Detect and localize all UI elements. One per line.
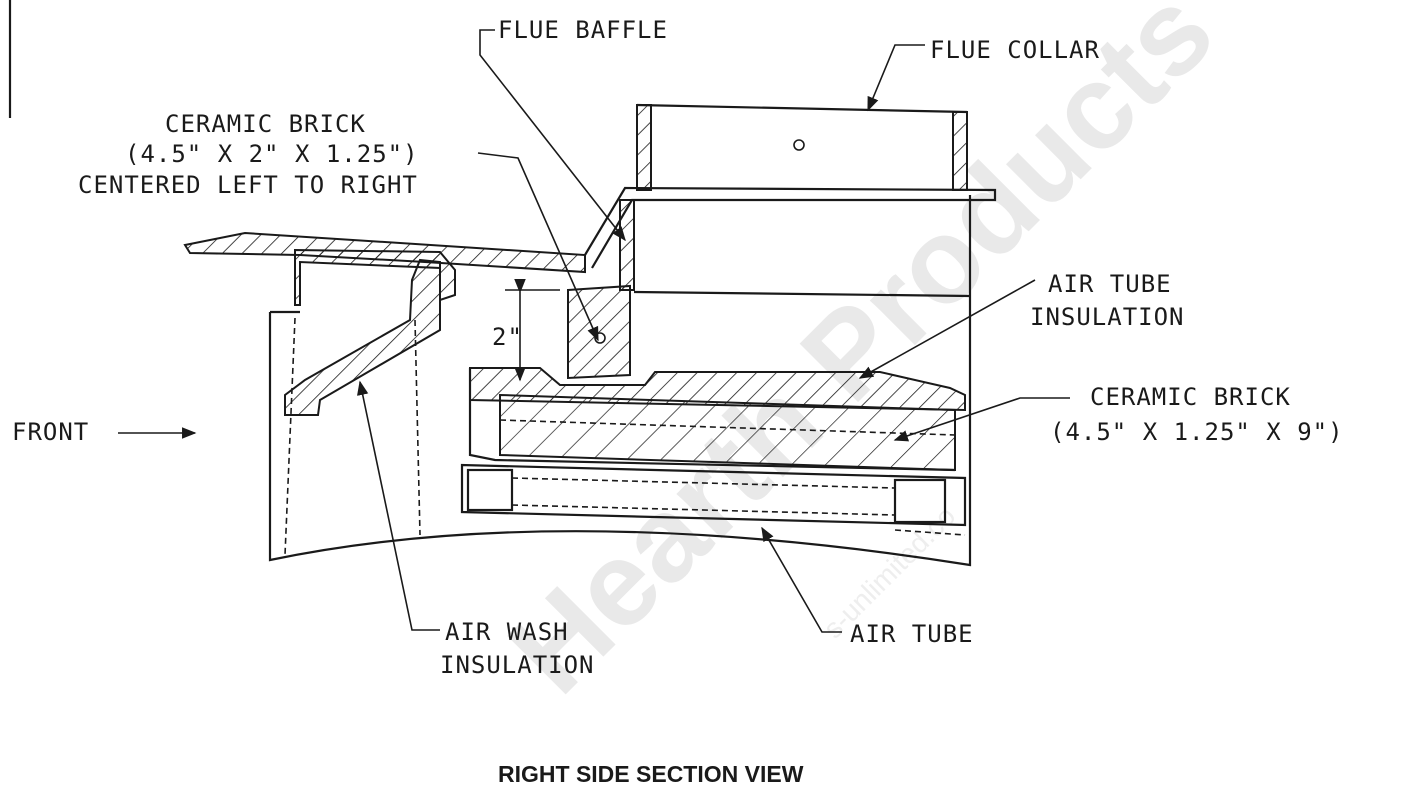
brick-tray xyxy=(468,368,956,472)
label-ceramic-brick-top-2: (4.5" X 2" X 1.25") xyxy=(125,140,419,168)
label-air-tube-insulation-2: INSULATION xyxy=(1030,303,1185,331)
leader-ceramic-brick-top xyxy=(477,152,599,342)
baffle-bottom-line xyxy=(633,290,971,298)
label-ceramic-brick-right-1: CERAMIC BRICK xyxy=(1090,383,1291,411)
leader-air-tube xyxy=(761,526,842,633)
label-air-wash-insulation-2: INSULATION xyxy=(440,651,595,679)
label-ceramic-brick-top-3: CENTERED LEFT TO RIGHT xyxy=(78,171,418,199)
dimension-2in xyxy=(505,279,560,382)
leader-air-wash-insulation xyxy=(357,380,440,631)
label-ceramic-brick-right-2: (4.5" X 1.25" X 9") xyxy=(1050,418,1344,446)
air-tube-part xyxy=(460,463,967,536)
label-ceramic-brick-top-1: CERAMIC BRICK xyxy=(165,110,366,138)
firebox-outline xyxy=(268,195,972,567)
air-wash-insulation xyxy=(284,258,441,416)
leader-ceramic-brick-right xyxy=(893,397,1070,442)
caption-title: RIGHT SIDE SECTION VIEW xyxy=(498,761,804,787)
leader-flue-collar xyxy=(867,44,925,112)
label-flue-baffle: FLUE BAFFLE xyxy=(498,16,668,44)
label-dimension-2in: 2" xyxy=(492,323,523,351)
leader-flue-baffle xyxy=(479,29,626,242)
label-air-tube-insulation-1: AIR TUBE xyxy=(1048,270,1172,298)
ceramic-brick-top xyxy=(567,284,631,380)
flue-collar-part xyxy=(636,103,968,191)
label-air-tube: AIR TUBE xyxy=(850,620,974,648)
label-front: FRONT xyxy=(12,418,89,446)
label-air-wash-insulation-1: AIR WASH xyxy=(445,618,569,646)
leader-air-tube-insulation xyxy=(858,279,1036,379)
firebox-hidden-line-2 xyxy=(414,319,421,536)
label-flue-collar: FLUE COLLAR xyxy=(930,36,1100,64)
flue-baffle-wall xyxy=(619,199,635,291)
firebox-hidden-line-1 xyxy=(284,317,296,556)
